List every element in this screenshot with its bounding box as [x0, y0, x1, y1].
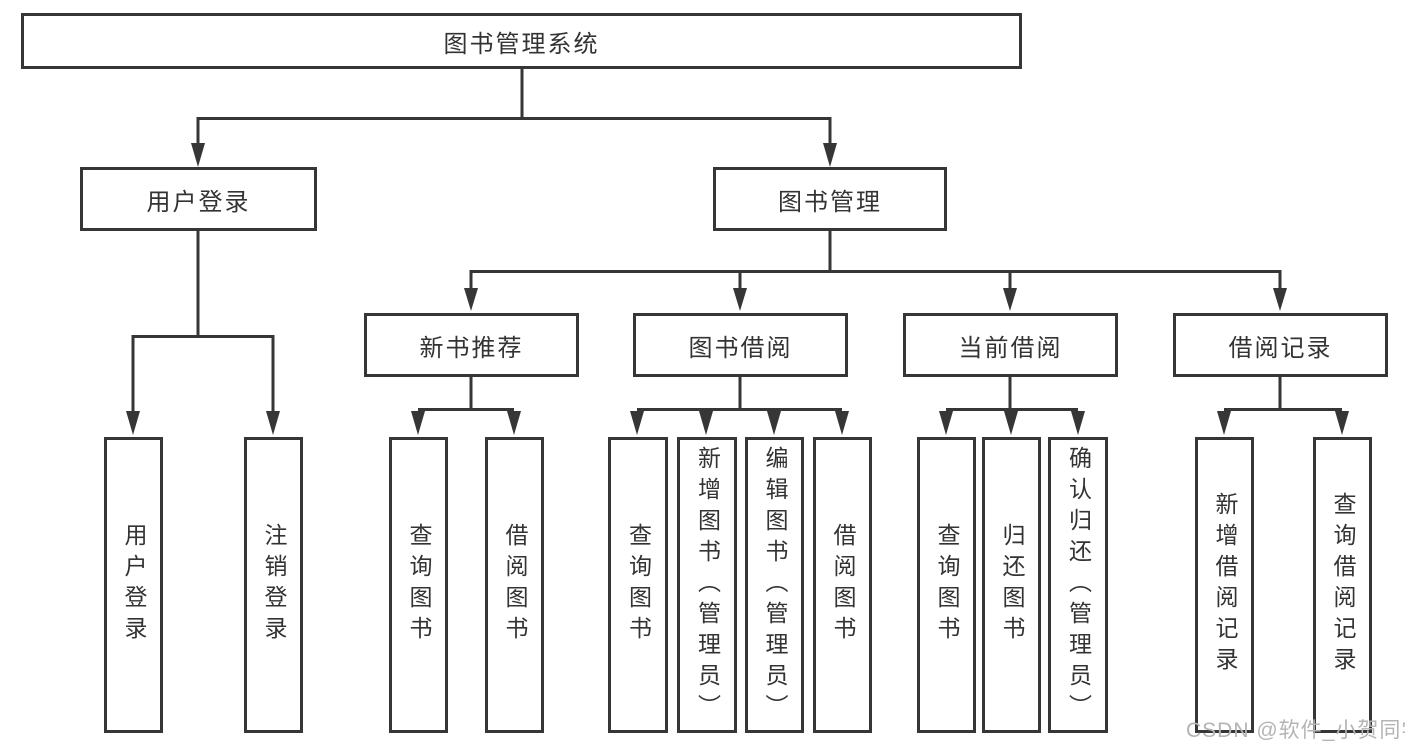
arrowheads-level4	[411, 411, 1349, 435]
node-leaf-add-books-admin: 新增图书（管理员）	[677, 437, 737, 733]
arrowheads-user-login-subtree	[126, 411, 280, 435]
connectors-level3-to-level4	[418, 376, 1342, 411]
node-leaf-borrow-books-recommend: 借阅图书	[485, 437, 544, 733]
node-leaf-edit-books-admin: 编辑图书（管理员）	[745, 437, 804, 733]
connectors-book-management-to-level3	[469, 230, 1282, 290]
node-leaf-logout-login: 注销登录	[244, 437, 303, 733]
node-leaf-return-books: 归还图书	[982, 437, 1041, 733]
node-leaf-user-login: 用户登录	[104, 437, 163, 733]
node-borrow-records: 借阅记录	[1173, 313, 1388, 377]
node-leaf-query-books-borrow: 查询图书	[608, 437, 668, 733]
arrowheads-level2	[191, 143, 837, 167]
node-user-login: 用户登录	[80, 167, 317, 231]
node-root: 图书管理系统	[21, 13, 1022, 69]
connectors-user-login-subtree	[131, 230, 275, 413]
node-leaf-query-books-recommend: 查询图书	[389, 437, 448, 733]
connectors-root-to-level2	[196, 69, 832, 146]
node-book-management: 图书管理	[713, 167, 947, 231]
csdn-watermark: CSDN @软件_小贺同学	[1186, 719, 1405, 742]
node-leaf-confirm-return-admin: 确认归还（管理员）	[1048, 437, 1108, 733]
node-new-book-recommend: 新书推荐	[364, 313, 579, 377]
node-leaf-add-borrow-record: 新增借阅记录	[1195, 437, 1254, 733]
node-leaf-query-borrow-record: 查询借阅记录	[1313, 437, 1372, 733]
arrowheads-level3	[464, 288, 1287, 311]
node-leaf-query-books-current: 查询图书	[917, 437, 976, 733]
node-book-borrow: 图书借阅	[633, 313, 848, 377]
node-current-borrow: 当前借阅	[903, 313, 1118, 377]
node-leaf-borrow-books: 借阅图书	[813, 437, 872, 733]
